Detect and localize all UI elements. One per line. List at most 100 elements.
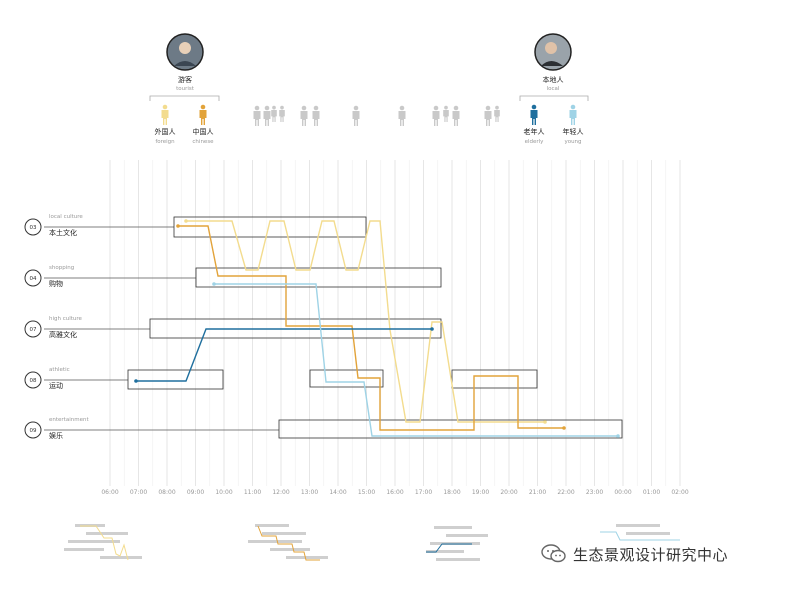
person-icon-elderly	[530, 104, 538, 125]
persona-foreign: 外国人 foreign	[155, 104, 176, 145]
path-elderly	[134, 327, 434, 383]
local-sub: local	[547, 86, 560, 92]
person-icon	[398, 105, 406, 126]
time-label: 23:00	[586, 489, 603, 496]
time-label: 09:00	[187, 489, 204, 496]
wechat-icon	[541, 544, 566, 563]
person-icon	[312, 105, 320, 126]
row-number: 04	[30, 276, 37, 282]
row-number-badge	[24, 320, 42, 338]
local-group: 本地人 local	[519, 33, 589, 101]
activity-row: 07 high culture 高雅文化	[24, 316, 442, 339]
activity-row: 04 shopping 购物	[24, 265, 442, 288]
activity-row: 09 entertainment 娱乐	[24, 417, 623, 440]
watermark-text: 生态景观设计研究中心	[573, 545, 729, 564]
time-label: 16:00	[386, 489, 403, 496]
time-label: 10:00	[215, 489, 232, 496]
persona-label-young: 年轻人	[563, 127, 584, 136]
person-icon	[279, 105, 285, 122]
row-number: 08	[30, 378, 37, 384]
path-start-young	[212, 282, 216, 286]
persona-sub-young: young	[564, 139, 581, 145]
person-icon	[352, 105, 360, 126]
path-foreign	[184, 219, 547, 424]
tourist-bracket	[149, 95, 220, 101]
path-end-young	[616, 434, 620, 438]
persona-label-elderly: 老年人	[524, 127, 545, 136]
path-start-foreign	[184, 219, 188, 223]
person-icon	[271, 105, 277, 122]
time-label: 17:00	[415, 489, 432, 496]
person-icon-foreign	[161, 104, 169, 125]
time-label: 20:00	[500, 489, 517, 496]
time-block	[127, 369, 224, 390]
local-bracket	[519, 95, 589, 101]
time-block	[278, 419, 623, 439]
row-label-zh: 购物	[49, 279, 63, 288]
row-label-en: shopping	[49, 265, 74, 271]
person-icon	[443, 105, 449, 122]
time-label: 12:00	[272, 489, 289, 496]
person-icon	[452, 105, 460, 126]
time-label: 22:00	[557, 489, 574, 496]
row-number-badge	[24, 371, 42, 389]
row-number: 03	[30, 225, 37, 231]
time-label: 11:00	[244, 489, 261, 496]
tourist-group: 游客 tourist	[149, 33, 220, 101]
time-label: 13:00	[301, 489, 318, 496]
row-label-zh: 高雅文化	[49, 330, 77, 339]
person-icon	[263, 105, 271, 126]
persona-young: 年轻人 young	[563, 104, 584, 145]
path-end-chinese	[562, 426, 566, 430]
row-number: 07	[30, 327, 37, 333]
row-number-badge	[24, 421, 42, 439]
path-end-elderly	[430, 327, 434, 331]
time-label: 19:00	[472, 489, 489, 496]
time-block	[173, 216, 367, 238]
crowd-icons	[253, 105, 500, 126]
time-label: 18:00	[443, 489, 460, 496]
time-label: 06:00	[101, 489, 118, 496]
path-end-foreign	[543, 420, 547, 424]
path-start-chinese	[176, 224, 180, 228]
person-icon-chinese	[199, 104, 207, 125]
person-icon-young	[569, 104, 577, 125]
time-label: 07:00	[130, 489, 147, 496]
time-label: 00:00	[614, 489, 631, 496]
thumbnail-3	[426, 526, 488, 561]
row-label-en: entertainment	[49, 417, 89, 423]
row-number-badge	[24, 218, 42, 236]
path-young	[212, 282, 620, 438]
local-label: 本地人	[543, 75, 564, 84]
watermark: 生态景观设计研究中心	[541, 540, 791, 568]
time-block	[451, 369, 538, 389]
person-icon	[494, 105, 500, 122]
path-start-elderly	[134, 379, 138, 383]
time-label: 02:00	[671, 489, 688, 496]
path-line-elderly	[136, 328, 432, 382]
persona-label-foreign: 外国人	[155, 127, 176, 136]
persona-sub-foreign: foreign	[155, 139, 175, 145]
time-block	[195, 267, 442, 288]
persona-sub-chinese: chinese	[192, 139, 214, 145]
row-number: 09	[30, 428, 37, 434]
path-line-foreign	[186, 220, 545, 423]
persona-chinese: 中国人 chinese	[192, 104, 214, 145]
row-label-en: high culture	[49, 316, 83, 322]
tourist-label: 游客	[178, 75, 192, 84]
person-icon	[300, 105, 308, 126]
persona-label-chinese: 中国人	[193, 127, 214, 136]
row-label-zh: 本土文化	[49, 228, 77, 237]
time-label: 14:00	[329, 489, 346, 496]
row-number-badge	[24, 269, 42, 287]
person-icon	[432, 105, 440, 126]
tourist-sub: tourist	[176, 86, 195, 92]
person-icon	[253, 105, 261, 126]
row-label-en: athletic	[49, 367, 70, 373]
persona-sub-elderly: elderly	[525, 139, 545, 145]
time-label: 01:00	[643, 489, 660, 496]
row-label-zh: 娱乐	[49, 431, 63, 440]
